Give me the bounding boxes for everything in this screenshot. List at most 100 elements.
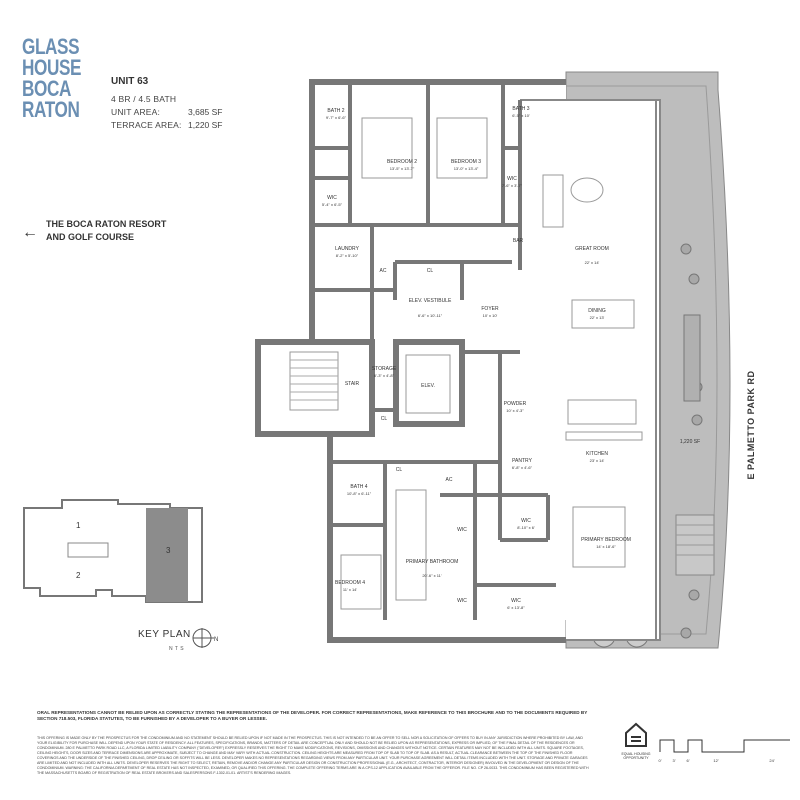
logo-line: RATON <box>22 97 80 122</box>
planter <box>680 243 692 255</box>
room-dim-powder: 10' x 4'-3" <box>506 408 524 413</box>
key-plan-unit-highlight <box>146 508 188 602</box>
room-dim-wic: 5'-4" x 6'-5" <box>322 202 343 207</box>
brand-logo: GLASS HOUSE BOCA RATON <box>22 34 83 122</box>
room-label-storage: STORAGE <box>372 366 397 372</box>
equal-housing-icon: EQUAL HOUSING OPPORTUNITY <box>621 722 651 760</box>
room-dim-bedroom2: 13'-5" x 13'-7" <box>390 166 415 171</box>
room-dim-kitchen: 23' x 14' <box>590 458 605 463</box>
room-label-powder: POWDER <box>504 401 527 407</box>
terrace-dining-table <box>683 314 701 402</box>
unit-area-value: 3,685 SF <box>188 107 223 117</box>
room-label-bedroom2: BEDROOM 2 <box>387 159 417 165</box>
direction-line: AND GOLF COURSE <box>46 232 135 242</box>
elevator-shaft <box>393 339 465 427</box>
logo-line: BOCA <box>22 76 71 101</box>
room-label-bedroom4: BEDROOM 4 <box>335 580 365 586</box>
room-label-wic: WIC <box>511 598 521 604</box>
interior-walls <box>312 84 556 620</box>
bathtub <box>395 489 427 601</box>
room-label-cl: CL <box>427 268 434 274</box>
room-dim-foyer: 10' x 10' <box>483 313 498 318</box>
room-label-ac: AC <box>380 268 387 274</box>
bed <box>572 506 626 568</box>
room-label-cl: CL <box>396 467 403 473</box>
scale-tick: 0' <box>659 758 662 763</box>
key-plan-unit-3: 3 <box>166 546 171 555</box>
left-arrow-icon: ← <box>22 224 38 241</box>
logo-line: GLASS <box>22 34 80 59</box>
room-dim-bedroom4: 11' x 14' <box>343 587 358 592</box>
room-label-pantry: PANTRY <box>512 458 532 464</box>
room-dim-storage: 6'-3" x 4'-8" <box>374 373 395 378</box>
room-label-wic: WIC <box>327 195 337 201</box>
room-label-dining: DINING <box>588 308 606 314</box>
room-label-elev-vestibule: ELEV. VESTIBULE <box>409 298 452 304</box>
room-dim-primary-bedroom: 14' x 18'-6" <box>596 544 616 549</box>
room-label-bedroom3: BEDROOM 3 <box>451 159 481 165</box>
planter <box>688 273 700 285</box>
room-label-cl: CL <box>381 416 388 422</box>
planter <box>691 414 703 426</box>
unit-title: UNIT 63 <box>111 76 149 87</box>
room-dim-wic: 6' x 13'-8" <box>507 605 525 610</box>
room-label-wic: WIC <box>457 527 467 533</box>
room-label-primary-bathroom: PRIMARY BATHROOM <box>406 559 459 565</box>
room-label-bath3: BATH 3 <box>512 106 529 112</box>
exterior-walls <box>309 79 566 643</box>
north-label: N <box>214 637 218 643</box>
key-plan-label: KEY PLAN <box>138 629 191 640</box>
room-label-ac: AC <box>446 477 453 483</box>
bed <box>436 117 488 179</box>
dining-table <box>571 299 635 329</box>
kitchen-island <box>567 399 637 425</box>
window-wall <box>520 99 661 641</box>
room-label-wic: WIC <box>457 598 467 604</box>
unit-area-label: UNIT AREA: <box>111 107 161 117</box>
legal-fineprint: THIS OFFERING IS MADE ONLY BY THE PROSPE… <box>37 736 589 775</box>
disclaimer: ORAL REPRESENTATIONS CANNOT BE RELIED UP… <box>37 710 588 721</box>
scale-bar <box>659 739 790 753</box>
scale-tick: 6' <box>687 758 690 763</box>
direction-note: THE BOCA RATON RESORT AND GOLF COURSE <box>46 218 166 244</box>
room-dim-bath4: 10'-8" x 6'-11" <box>347 491 372 496</box>
room-dim-elev-vestibule: 6'-6" x 10'-11" <box>418 313 443 318</box>
room-dim-bath2: 9'-7" x 6'-6" <box>326 115 347 120</box>
room-label-foyer: FOYER <box>481 306 499 312</box>
key-plan-nts: N T S <box>169 646 185 652</box>
room-label-laundry: LAUNDRY <box>335 246 359 252</box>
room-dim-laundry: 8'-2" x 5'-10" <box>336 253 359 258</box>
room-dim-dining: 22' x 13' <box>590 315 605 320</box>
planter <box>680 627 692 639</box>
direction-line: THE BOCA RATON RESORT <box>46 219 167 229</box>
room-label-primary-bedroom: PRIMARY BEDROOM <box>581 537 631 543</box>
room-label-elev: ELEV. <box>421 383 435 389</box>
room-dim-primary-bathroom: 20'-6" x 11' <box>422 573 442 578</box>
key-plan-unit-1: 1 <box>76 521 81 530</box>
stair-core <box>255 339 375 437</box>
room-label-wic: WIC <box>521 518 531 524</box>
unit-config: 4 BR / 4.5 BATH <box>111 94 177 104</box>
room-label-bath2: BATH 2 <box>327 108 344 114</box>
terrace-area-value: 1,220 SF <box>188 120 223 130</box>
bed <box>361 117 413 179</box>
room-dim-bedroom3: 13'-0" x 13'-4" <box>454 166 479 171</box>
svg-text:EQUAL HOUSING: EQUAL HOUSING <box>621 752 650 756</box>
room-dim-wic: 8'-10" x 6' <box>517 525 535 530</box>
room-label-wic: WIC <box>507 176 517 182</box>
scale-tick: 3' <box>673 758 676 763</box>
terrace-area-tag: 1,220 SF <box>680 439 700 445</box>
planter <box>688 589 700 601</box>
terrace-area-label: TERRACE AREA: <box>111 120 182 130</box>
scale-tick: 24' <box>769 758 774 763</box>
room-dim-great-room: 22' x 14' <box>585 260 600 265</box>
room-label-bar: BAR <box>513 238 524 244</box>
room-label-bath4: BATH 4 <box>350 484 367 490</box>
terrace-inner-edge <box>566 85 718 635</box>
coffee-table <box>570 177 604 203</box>
sofa <box>542 174 564 228</box>
key-plan: 1 2 3 N <box>23 499 218 648</box>
unit-floor <box>312 82 660 640</box>
room-label-great-room: GREAT ROOM <box>575 246 609 252</box>
